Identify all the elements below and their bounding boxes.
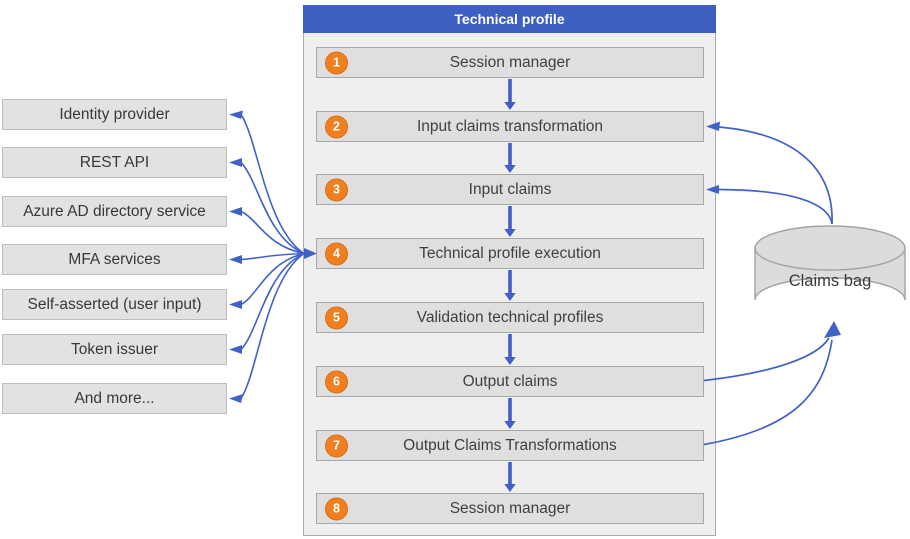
provider-box-self-asserted: Self-asserted (user input) <box>2 289 227 320</box>
step-number-badge: 1 <box>325 51 348 74</box>
panel-title: Technical profile <box>303 5 716 33</box>
step-number-badge: 3 <box>325 178 348 201</box>
step-label: Output claims <box>462 372 558 390</box>
step-label: Session manager <box>449 499 571 517</box>
provider-box-and-more: And more... <box>2 383 227 414</box>
step-label: Validation technical profiles <box>416 308 604 326</box>
provider-box-identity-provider: Identity provider <box>2 99 227 130</box>
step-box-output-claims-transformations: 7 Output Claims Transformations <box>316 430 704 461</box>
step-number-badge: 2 <box>325 115 348 138</box>
provider-box-rest-api: REST API <box>2 147 227 178</box>
provider-box-azure-ad-directory-service: Azure AD directory service <box>2 196 227 227</box>
step-number-badge: 8 <box>325 497 348 520</box>
provider-box-token-issuer: Token issuer <box>2 334 227 365</box>
step-box-output-claims: 6 Output claims <box>316 366 704 397</box>
step-label: Technical profile execution <box>419 244 601 262</box>
step-label: Input claims <box>468 180 552 198</box>
step-box-session-manager-end: 8 Session manager <box>316 493 704 524</box>
step-label: Output Claims Transformations <box>403 436 617 454</box>
step-box-input-claims: 3 Input claims <box>316 174 704 205</box>
step-number-badge: 5 <box>325 306 348 329</box>
claims-bag-label: Claims bag <box>788 272 872 290</box>
step-box-session-manager-start: 1 Session manager <box>316 47 704 78</box>
step-label: Input claims transformation <box>416 117 604 135</box>
step-box-technical-profile-execution: 4 Technical profile execution <box>316 238 704 269</box>
step-label: Session manager <box>449 53 571 71</box>
step-box-input-claims-transformation: 2 Input claims transformation <box>316 111 704 142</box>
step-number-badge: 6 <box>325 370 348 393</box>
step-box-validation-technical-profiles: 5 Validation technical profiles <box>316 302 704 333</box>
step-number-badge: 4 <box>325 242 348 265</box>
provider-box-mfa-services: MFA services <box>2 244 227 275</box>
step-number-badge: 7 <box>325 434 348 457</box>
